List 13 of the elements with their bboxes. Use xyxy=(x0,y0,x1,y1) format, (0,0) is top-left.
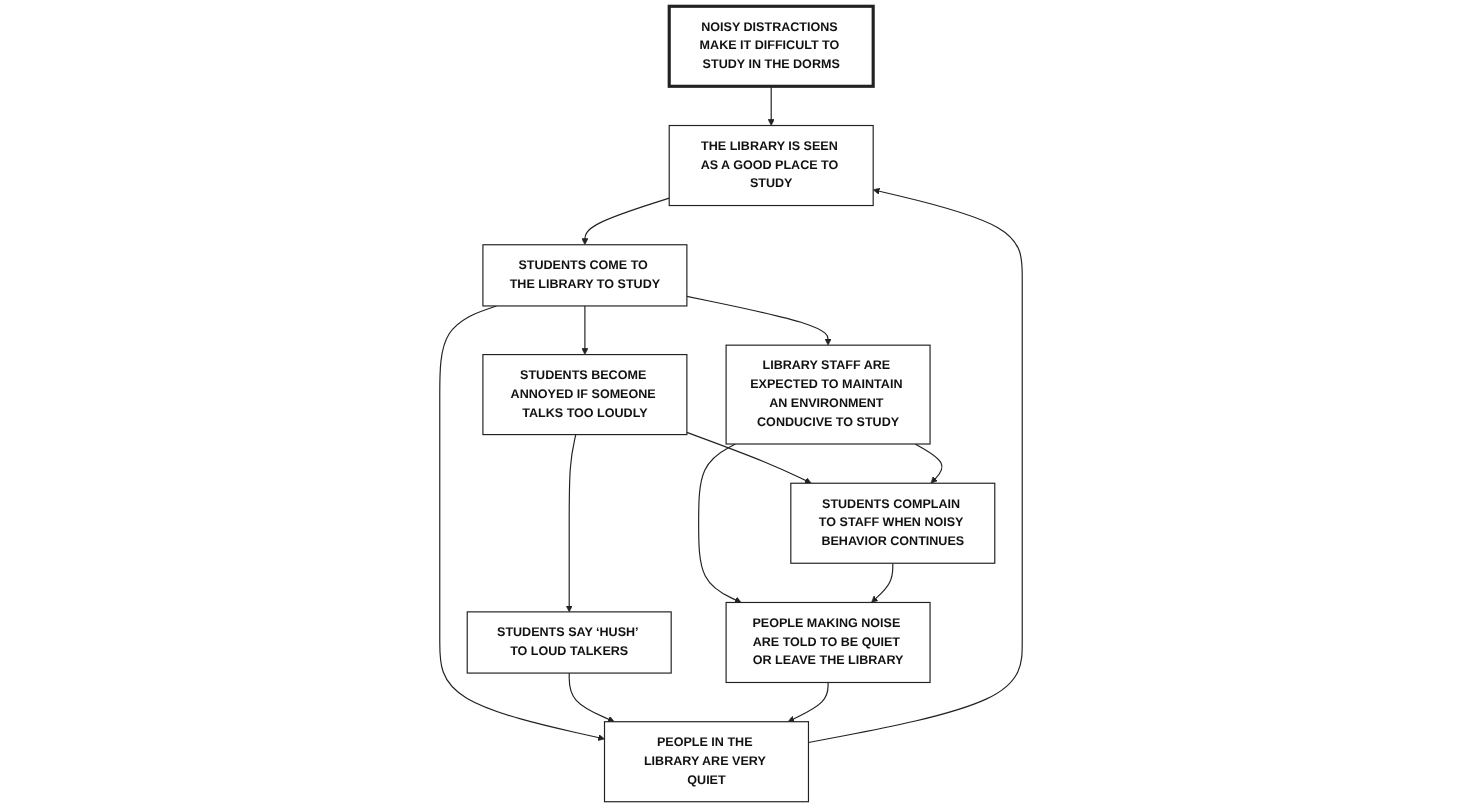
arrow xyxy=(439,305,605,741)
arrow xyxy=(698,443,742,603)
arrow xyxy=(565,434,577,613)
arrow xyxy=(581,305,589,355)
arrow xyxy=(581,197,670,246)
arrow xyxy=(767,85,775,126)
arrow xyxy=(686,431,812,484)
arrow xyxy=(787,681,829,723)
arrow xyxy=(686,295,832,346)
arrow xyxy=(568,672,615,723)
arrow xyxy=(914,443,943,484)
arrow xyxy=(807,187,1023,744)
arrow xyxy=(871,562,894,603)
